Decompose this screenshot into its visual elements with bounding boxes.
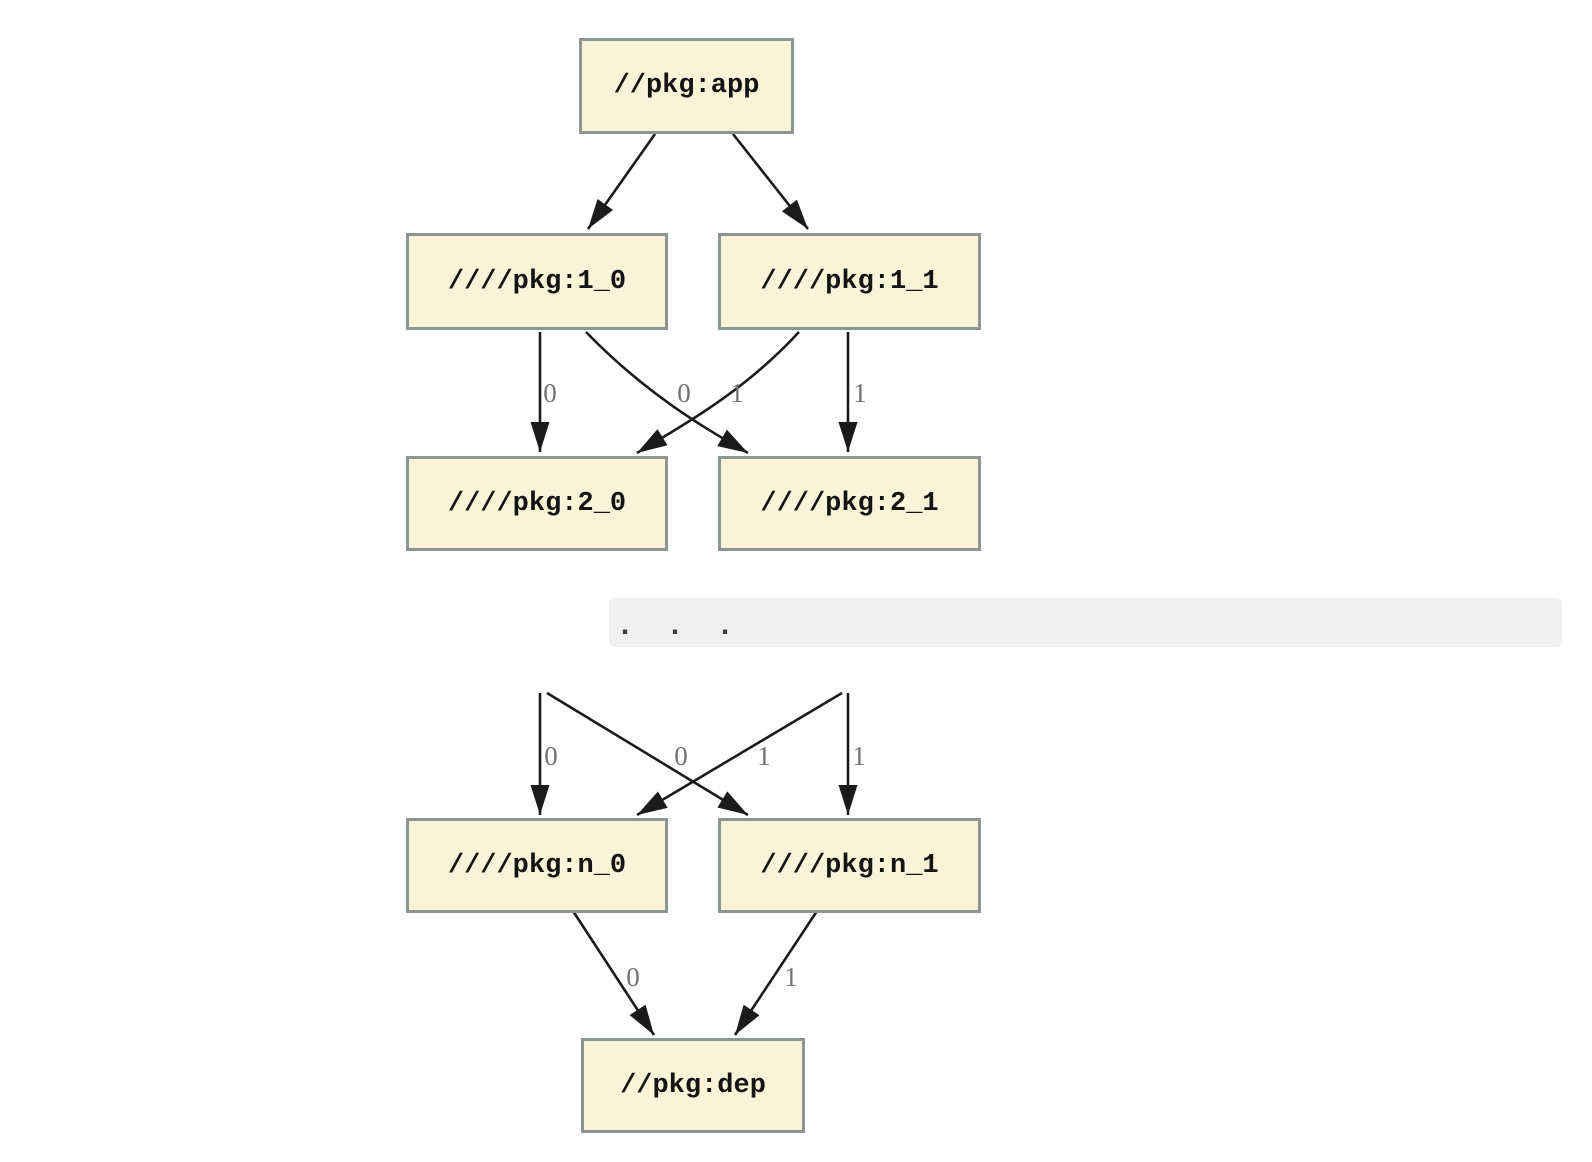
edge-app-to-1-0 xyxy=(586,133,657,230)
node-pkg-dep: //pkg:dep xyxy=(581,1038,805,1133)
edge-label-1-1-to-2-0: 0 xyxy=(677,378,691,408)
ellipsis-separator-band: . . . xyxy=(609,598,1562,647)
node-pkg-2-1: ////pkg:2_1 xyxy=(718,456,981,551)
edge-label-n-0-to-dep: 0 xyxy=(626,962,640,992)
edge-label-prev-to-n-0-left: 0 xyxy=(544,741,558,771)
edge-label-1-0-to-2-1: 1 xyxy=(730,378,744,408)
edge-n-1-to-dep xyxy=(733,910,819,1036)
node-pkg-2-0-label: ////pkg:2_0 xyxy=(447,488,627,519)
node-pkg-n-1-label: ////pkg:n_1 xyxy=(760,850,939,881)
edge-label-1-1-to-2-1: 1 xyxy=(853,378,867,408)
edge-1-1-to-2-0 xyxy=(636,331,800,455)
node-pkg-app-label: //pkg:app xyxy=(613,71,760,101)
node-pkg-dep-label: //pkg:dep xyxy=(620,1070,766,1101)
edge-label-prev-to-n-1-right: 1 xyxy=(852,741,866,771)
node-pkg-2-1-label: ////pkg:2_1 xyxy=(760,488,939,519)
node-pkg-2-0: ////pkg:2_0 xyxy=(406,456,668,551)
edge-label-prev-to-n-1-mid: 1 xyxy=(757,741,771,771)
node-pkg-1-1: ////pkg:1_1 xyxy=(718,233,981,330)
edge-app-to-1-1 xyxy=(731,133,810,230)
node-pkg-n-1: ////pkg:n_1 xyxy=(718,818,981,913)
node-pkg-n-0-label: ////pkg:n_0 xyxy=(447,850,627,881)
edge-prev-left-to-n-1 xyxy=(546,691,749,817)
edge-label-1-0-to-2-0: 0 xyxy=(543,378,557,408)
node-pkg-1-0-label: ////pkg:1_0 xyxy=(447,266,627,297)
node-pkg-app: //pkg:app xyxy=(579,38,794,134)
ellipsis-text: . . . xyxy=(616,609,742,644)
edge-prev-right-to-n-0 xyxy=(636,691,843,817)
edge-label-prev-to-n-0-mid: 0 xyxy=(674,741,688,771)
node-pkg-1-0: ////pkg:1_0 xyxy=(406,233,668,330)
edge-1-0-to-2-1 xyxy=(585,331,749,455)
node-pkg-1-1-label: ////pkg:1_1 xyxy=(760,266,939,297)
edge-n-0-to-dep xyxy=(571,910,656,1036)
node-pkg-n-0: ////pkg:n_0 xyxy=(406,818,668,913)
edge-label-n-1-to-dep: 1 xyxy=(784,962,798,992)
